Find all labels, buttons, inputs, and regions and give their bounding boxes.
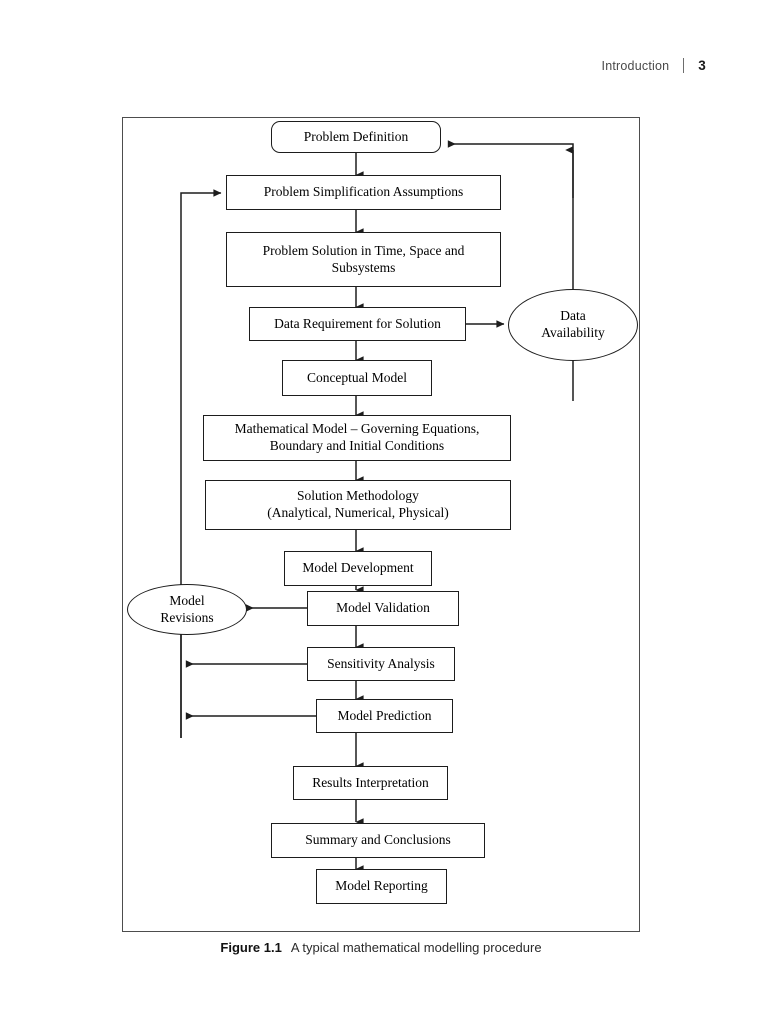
figure-caption-text: A typical mathematical modelling procedu… — [290, 940, 542, 955]
node-model-revisions[interactable]: Model Revisions — [127, 584, 247, 635]
node-problem-simplification-assumptions[interactable]: Problem Simplification Assumptions — [226, 175, 501, 210]
node-results-interpretation[interactable]: Results Interpretation — [293, 766, 448, 800]
node-label-line-2: Boundary and Initial Conditions — [269, 438, 445, 453]
node-label-line-1: Solution Methodology — [297, 488, 419, 504]
node-label: Conceptual Model — [306, 369, 408, 385]
node-label-line-2: Availability — [541, 325, 605, 340]
node-problem-solution-time-space-subsystems[interactable]: Problem Solution in Time, Space and Subs… — [226, 232, 501, 287]
node-label: Problem Simplification Assumptions — [263, 184, 464, 200]
node-label: Data Requirement for Solution — [274, 315, 441, 331]
node-label-line-1: Problem Solution in Time, Space and — [262, 242, 465, 258]
running-header: Introduction 3 — [602, 58, 706, 73]
node-label: Summary and Conclusions — [305, 832, 451, 848]
node-label-line-2: (Analytical, Numerical, Physical) — [267, 505, 449, 520]
node-model-reporting[interactable]: Model Reporting — [316, 869, 447, 904]
node-problem-definition[interactable]: Problem Definition — [271, 121, 441, 153]
node-solution-methodology[interactable]: Solution Methodology (Analytical, Numeri… — [205, 480, 511, 530]
node-label-line-2: Revisions — [160, 609, 214, 625]
node-model-development[interactable]: Model Development — [284, 551, 432, 586]
node-label-line-2: Subsystems — [331, 259, 396, 275]
node-label: Problem Definition — [303, 128, 409, 144]
node-label-line-1: Data — [560, 308, 586, 324]
node-label: Sensitivity Analysis — [327, 655, 435, 671]
page-number: 3 — [698, 58, 706, 73]
node-label-line-1: Mathematical Model – Governing Equations… — [234, 421, 480, 437]
node-mathematical-model[interactable]: Mathematical Model – Governing Equations… — [203, 415, 511, 461]
header-divider — [683, 58, 685, 73]
node-label: Model Prediction — [337, 707, 432, 723]
figure-caption: Figure 1.1 A typical mathematical modelli… — [122, 932, 640, 955]
node-conceptual-model[interactable]: Conceptual Model — [282, 360, 432, 396]
node-label: Results Interpretation — [312, 774, 429, 790]
node-label: Model Validation — [336, 600, 430, 616]
figure-number: Figure 1.1 — [220, 940, 282, 955]
node-sensitivity-analysis[interactable]: Sensitivity Analysis — [307, 647, 455, 681]
node-label-line-1: Model — [169, 592, 205, 608]
node-data-availability[interactable]: Data Availability — [508, 289, 638, 361]
node-summary-and-conclusions[interactable]: Summary and Conclusions — [271, 823, 485, 858]
figure-frame: Problem Definition Problem Simplificatio… — [122, 117, 640, 932]
node-label: Model Reporting — [335, 878, 428, 894]
node-model-validation[interactable]: Model Validation — [307, 591, 459, 626]
header-title: Introduction — [601, 58, 670, 73]
node-label: Model Development — [302, 560, 414, 576]
node-data-requirement-for-solution[interactable]: Data Requirement for Solution — [249, 307, 466, 341]
node-model-prediction[interactable]: Model Prediction — [316, 699, 453, 733]
